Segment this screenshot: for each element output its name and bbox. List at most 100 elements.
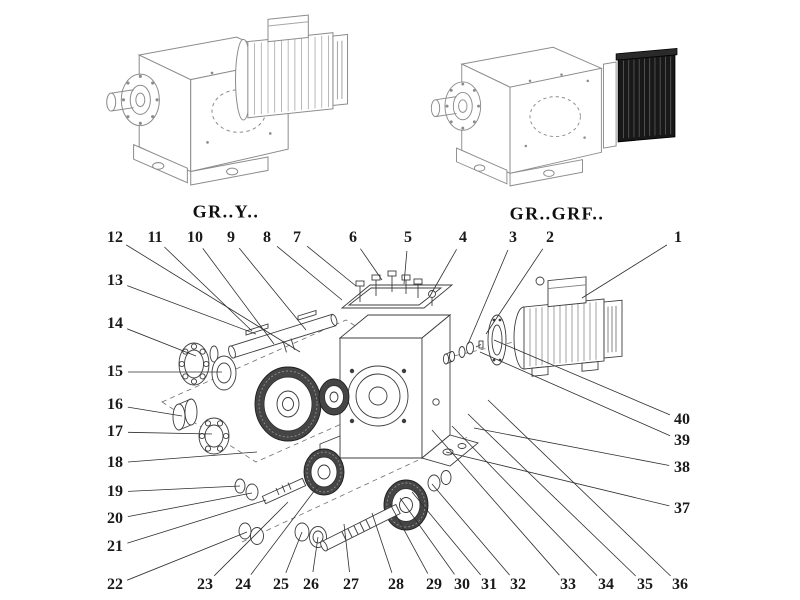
leader-line-20 <box>127 492 253 517</box>
leader-line-14 <box>126 328 197 357</box>
gearbox-housing <box>319 314 479 467</box>
callout-6: 6 <box>349 229 357 246</box>
callout-22: 22 <box>107 576 123 593</box>
callout-38: 38 <box>674 459 690 476</box>
input-shaft-assembly <box>320 503 401 552</box>
callout-2: 2 <box>546 229 554 246</box>
leader-line-12 <box>125 244 301 353</box>
callout-20: 20 <box>107 510 123 527</box>
gear-medium <box>318 378 350 416</box>
output-shaft-assembly <box>178 309 338 391</box>
leader-line-6 <box>360 248 383 281</box>
callout-14: 14 <box>107 315 123 332</box>
callout-25: 25 <box>273 576 289 593</box>
input-fasteners <box>442 340 484 365</box>
callout-9: 9 <box>227 229 235 246</box>
retaining-ring <box>209 345 219 363</box>
leader-line-34 <box>451 425 598 576</box>
leader-line-1 <box>581 244 668 299</box>
callout-32: 32 <box>510 576 526 593</box>
callout-30: 30 <box>454 576 470 593</box>
leader-line-4 <box>429 249 457 297</box>
motor-adapter-flange <box>487 314 507 366</box>
callout-31: 31 <box>481 576 497 593</box>
leader-line-23 <box>213 501 289 577</box>
leader-line-32 <box>431 483 510 576</box>
leader-line-29 <box>389 503 429 574</box>
model-label-gr-y: GR..Y.. <box>192 201 260 222</box>
oil-seal <box>211 355 237 391</box>
callout-29: 29 <box>426 576 442 593</box>
callout-11: 11 <box>147 229 163 246</box>
callout-21: 21 <box>107 538 123 555</box>
callout-3: 3 <box>509 229 517 246</box>
callout-1: 1 <box>674 229 682 246</box>
leader-line-17 <box>127 431 213 435</box>
leader-line-18 <box>127 451 258 463</box>
callout-33: 33 <box>560 576 576 593</box>
callout-18: 18 <box>107 454 123 471</box>
callout-23: 23 <box>197 576 213 593</box>
callout-34: 34 <box>598 576 614 593</box>
leader-line-28 <box>371 512 393 573</box>
gear-third <box>303 448 345 496</box>
callout-4: 4 <box>459 229 467 246</box>
callout-27: 27 <box>343 576 359 593</box>
callout-35: 35 <box>637 576 653 593</box>
leader-line-31 <box>411 491 482 576</box>
leader-line-22 <box>126 531 248 581</box>
washers-left <box>234 478 259 501</box>
leader-line-35 <box>467 413 636 577</box>
leader-line-3 <box>467 249 509 345</box>
washers-right <box>427 470 452 492</box>
callout-7: 7 <box>293 229 301 246</box>
leader-line-7 <box>306 245 357 287</box>
pinion-shaft-small <box>261 477 307 505</box>
leader-line-19 <box>127 485 241 492</box>
leader-line-30 <box>399 497 455 575</box>
leader-line-27 <box>343 523 350 573</box>
leader-line-38 <box>473 427 670 466</box>
overview-gr-grf <box>430 46 678 187</box>
spacer-sleeve <box>172 398 198 431</box>
callout-28: 28 <box>388 576 404 593</box>
gear-large <box>254 366 322 442</box>
leader-line-33 <box>431 429 560 576</box>
leader-line-5 <box>403 250 408 285</box>
leader-line-11 <box>164 246 253 332</box>
callout-26: 26 <box>303 576 319 593</box>
leader-line-24 <box>250 485 319 575</box>
leader-line-21 <box>127 499 267 544</box>
shaft-key-2 <box>297 309 317 321</box>
leader-line-37 <box>445 451 670 507</box>
callout-24: 24 <box>235 576 251 593</box>
leader-line-13 <box>127 285 257 335</box>
callout-39: 39 <box>674 432 690 449</box>
leader-line-2 <box>485 248 544 335</box>
callout-19: 19 <box>107 483 123 500</box>
ball-bearing <box>198 417 230 455</box>
output-bearing <box>178 342 210 386</box>
callout-40: 40 <box>674 411 690 428</box>
callout-5: 5 <box>404 229 412 246</box>
model-label-gr-grf: GR..GRF.. <box>509 203 605 224</box>
callout-15: 15 <box>107 363 123 380</box>
callout-13: 13 <box>107 272 123 289</box>
leader-line-16 <box>127 406 183 417</box>
leader-line-36 <box>487 399 671 577</box>
overview-gr-y <box>106 14 349 186</box>
leader-line-10 <box>202 248 275 345</box>
callout-12: 12 <box>107 229 123 246</box>
callout-37: 37 <box>674 500 690 517</box>
leader-line-25 <box>285 531 303 574</box>
callout-10: 10 <box>187 229 203 246</box>
electric-motor <box>513 276 623 377</box>
leader-line-40 <box>493 339 671 416</box>
leader-line-9 <box>238 247 307 331</box>
leader-line-26 <box>312 536 319 573</box>
callout-36: 36 <box>672 576 688 593</box>
leader-line-8 <box>276 245 343 301</box>
washers-cluster-22 <box>238 522 264 545</box>
